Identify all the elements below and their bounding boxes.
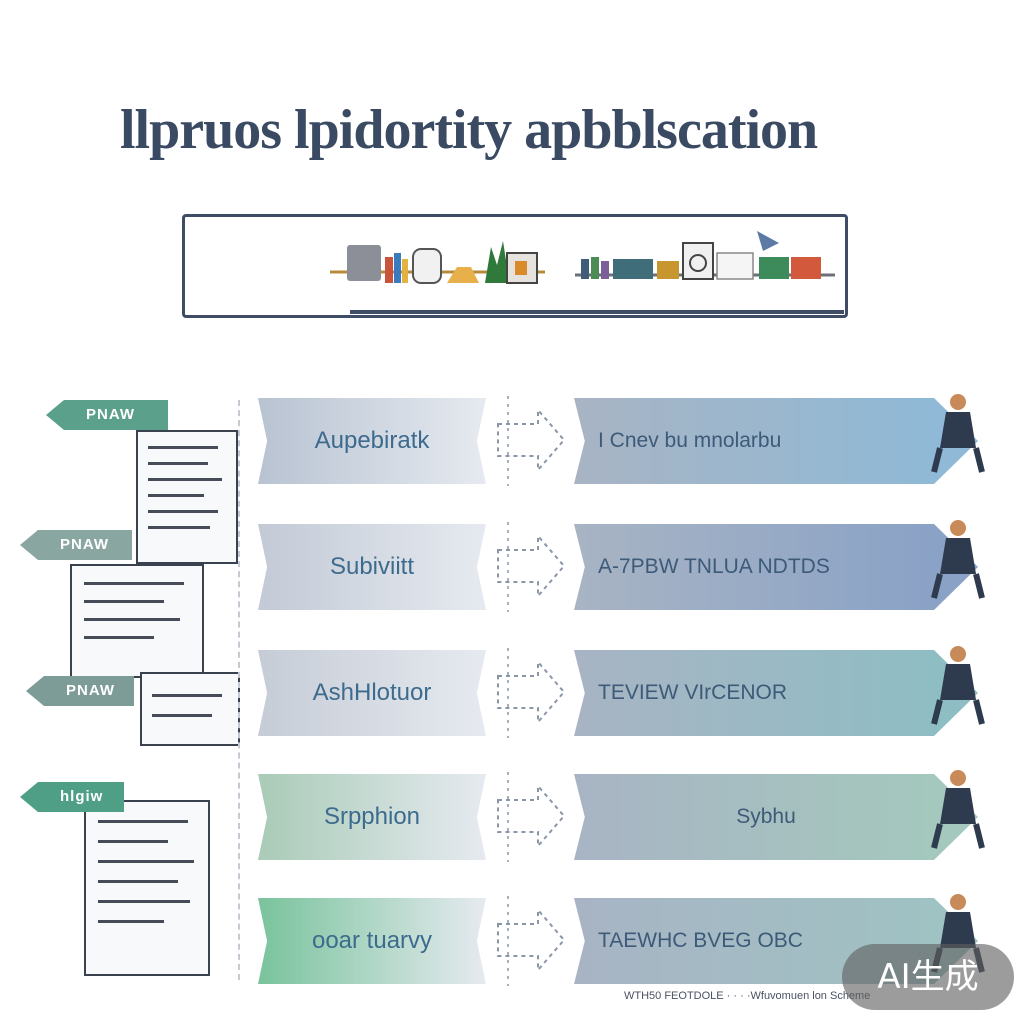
step-right-3: TEVIEW VIrCENOR (574, 650, 934, 736)
mirror-icon (412, 248, 442, 284)
books-icon (385, 257, 393, 283)
step-left-1: Aupebiratk (258, 398, 486, 484)
page-title: llpruos lpidortity apbblscation (120, 99, 818, 161)
left-tag-4: hlgiw (20, 782, 124, 812)
banner-shadow (350, 310, 844, 314)
step-left-3: AshHlotuor (258, 650, 486, 736)
left-tag-3: PNAW (26, 676, 134, 706)
connector-4 (497, 772, 566, 862)
basket-icon (447, 267, 479, 283)
step-right-2: A-7PBW TNLUA NDTDS (574, 524, 934, 610)
person-icon (931, 394, 985, 473)
washer-icon (682, 242, 714, 280)
timeline-dashed-line (238, 400, 240, 980)
banner-illustrations (330, 231, 835, 284)
connector-2 (497, 522, 566, 612)
connector-1 (497, 396, 566, 486)
step-right-1: I Cnev bu mnolarbu (574, 398, 934, 484)
illustration-banner (182, 214, 848, 318)
connector-3 (497, 648, 566, 738)
connector-5 (497, 896, 566, 986)
left-tag-2: PNAW (20, 530, 132, 560)
step-left-2: Subiviitt (258, 524, 486, 610)
document-sheet-3 (84, 800, 210, 976)
step-right-4: Sybhu (574, 774, 934, 860)
printer-icon (140, 672, 240, 746)
books-right-icon (581, 259, 589, 279)
footer-credit: WTH50 FEOTDOLE · · · ·Wfuvomuen lon Sche… (624, 990, 871, 1002)
sofa-icon (347, 245, 381, 281)
laptop-icon (757, 231, 779, 251)
document-sheet-1 (136, 430, 238, 564)
document-sheet-2 (70, 564, 204, 678)
left-tag-1: PNAW (46, 400, 168, 430)
step-left-4: Srpphion (258, 774, 486, 860)
step-left-5: ooar tuarvy (258, 898, 486, 984)
teapot-icon (931, 646, 985, 725)
arrow-icon (931, 770, 985, 849)
ai-generated-badge: AI生成 (842, 944, 1014, 1010)
bird-icon (931, 520, 985, 599)
